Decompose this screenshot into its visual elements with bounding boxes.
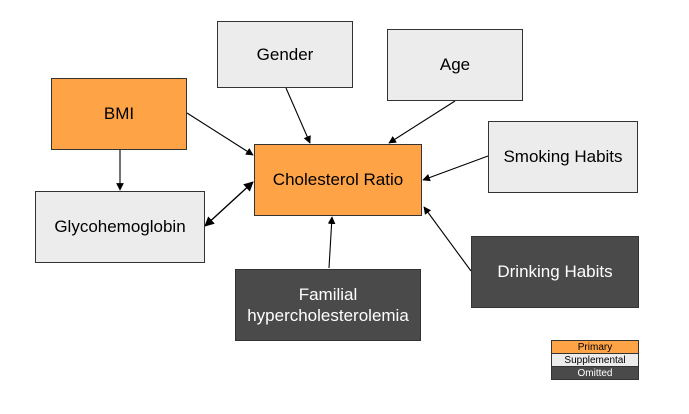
- node-glycohemoglobin: Glycohemoglobin: [35, 191, 205, 263]
- edge-age-to-cholesterol: [388, 100, 456, 144]
- node-age: Age: [387, 29, 523, 101]
- node-age-label: Age: [439, 55, 471, 75]
- node-familial-hypercholesterolemia: Familial hypercholesterolemia: [235, 269, 421, 341]
- node-cholesterol-ratio-label: Cholesterol Ratio: [272, 170, 404, 190]
- edge-bmi-to-cholesterol: [186, 112, 254, 156]
- edge-smoking-to-cholesterol: [422, 155, 489, 182]
- edge-glycohemoglobin-cholesterol-bidirectional: [204, 181, 254, 227]
- node-bmi: BMI: [51, 78, 187, 150]
- node-bmi-label: BMI: [103, 104, 135, 124]
- legend-primary: Primary: [551, 340, 639, 354]
- node-smoking-habits: Smoking Habits: [488, 121, 638, 193]
- node-drinking-habits: Drinking Habits: [471, 236, 639, 308]
- node-glycohemoglobin-label: Glycohemoglobin: [54, 217, 186, 237]
- node-cholesterol-ratio: Cholesterol Ratio: [254, 144, 422, 216]
- node-smoking-habits-label: Smoking Habits: [503, 147, 623, 167]
- node-familial-hypercholesterolemia-label: Familial hypercholesterolemia: [247, 284, 409, 325]
- edge-gender-to-cholesterol: [285, 87, 311, 144]
- node-drinking-habits-label: Drinking Habits: [497, 262, 613, 282]
- legend-supplemental: Supplemental: [551, 353, 639, 367]
- legend-omitted: Omitted: [551, 366, 639, 380]
- edge-drinking-to-cholesterol: [423, 206, 472, 272]
- legend-primary-label: Primary: [577, 341, 613, 353]
- legend-omitted-label: Omitted: [577, 367, 613, 379]
- node-gender-label: Gender: [256, 44, 314, 64]
- legend: Primary Supplemental Omitted: [551, 340, 639, 380]
- node-gender: Gender: [217, 21, 353, 88]
- edge-familial-to-cholesterol: [327, 216, 336, 269]
- legend-supplemental-label: Supplemental: [564, 354, 626, 366]
